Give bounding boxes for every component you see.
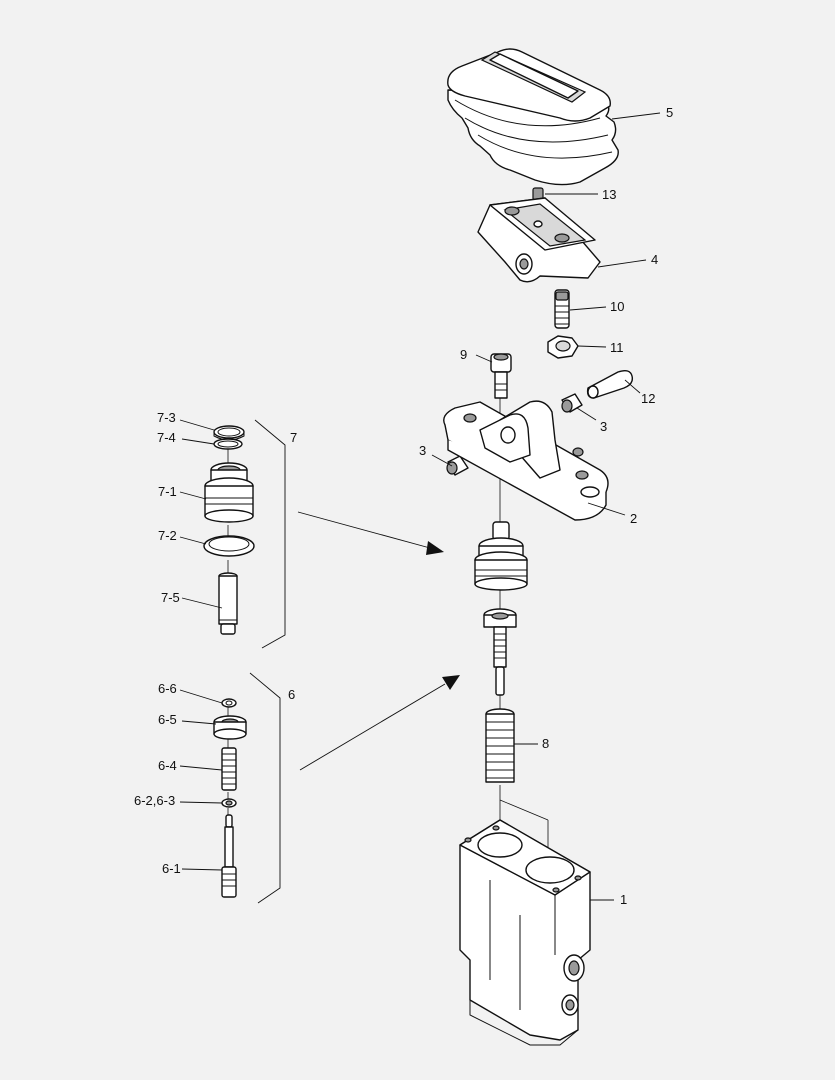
part-6-1	[221, 814, 237, 898]
label-7-3: 7-3	[157, 410, 176, 425]
label-8: 8	[542, 736, 549, 751]
group-7-bracket	[254, 419, 286, 649]
plate-part-4	[477, 197, 601, 283]
label-6-6: 6-6	[158, 681, 177, 696]
part-labels: 5 13 4 10 11 9 12 3 3 2 7 7-3 7-4 7-1 7-…	[134, 105, 673, 907]
boot-part-5	[447, 48, 619, 186]
label-4: 4	[651, 252, 658, 267]
label-7-5: 7-5	[161, 590, 180, 605]
part-7-5	[218, 572, 238, 635]
label-9: 9	[460, 347, 467, 362]
bolt-part-9	[490, 353, 512, 399]
label-3-left: 3	[419, 443, 426, 458]
screw-part-10	[554, 289, 570, 329]
nut-part-11	[547, 335, 579, 359]
label-6-1: 6-1	[162, 861, 181, 876]
part-6-2-6-3	[221, 798, 237, 808]
part-7-2	[203, 535, 255, 557]
label-10: 10	[610, 299, 624, 314]
label-5: 5	[666, 105, 673, 120]
casing-part-1	[459, 819, 591, 1046]
label-2: 2	[630, 511, 637, 526]
part-6-6	[221, 698, 237, 708]
label-12: 12	[641, 391, 655, 406]
label-6-5: 6-5	[158, 712, 177, 727]
spool-assembly-center	[483, 608, 517, 696]
part-7-3	[213, 425, 245, 441]
label-7-2: 7-2	[158, 528, 177, 543]
group-6-bracket	[249, 672, 281, 904]
arrow-group-7	[297, 511, 444, 555]
label-6-4: 6-4	[158, 758, 177, 773]
pin-part-12	[586, 369, 634, 399]
base-plate-part-2	[443, 400, 609, 521]
label-11: 11	[610, 340, 624, 355]
label-6: 6	[288, 687, 295, 702]
leader-lines	[179, 112, 661, 901]
label-1: 1	[620, 892, 627, 907]
piston-assembly-center	[474, 521, 528, 591]
label-7: 7	[290, 430, 297, 445]
part-6-4	[221, 747, 237, 791]
label-6-2-6-3: 6-2,6-3	[134, 793, 175, 808]
label-7-1: 7-1	[158, 484, 177, 499]
spring-part-8	[485, 708, 515, 783]
bushing-part-3-right	[561, 393, 583, 413]
label-3-right: 3	[600, 419, 607, 434]
label-13: 13	[602, 187, 616, 202]
arrow-group-6	[299, 675, 460, 771]
label-7-4: 7-4	[157, 430, 176, 445]
part-6-5	[213, 715, 247, 740]
part-7-1	[204, 462, 254, 523]
part-7-4	[213, 438, 243, 450]
